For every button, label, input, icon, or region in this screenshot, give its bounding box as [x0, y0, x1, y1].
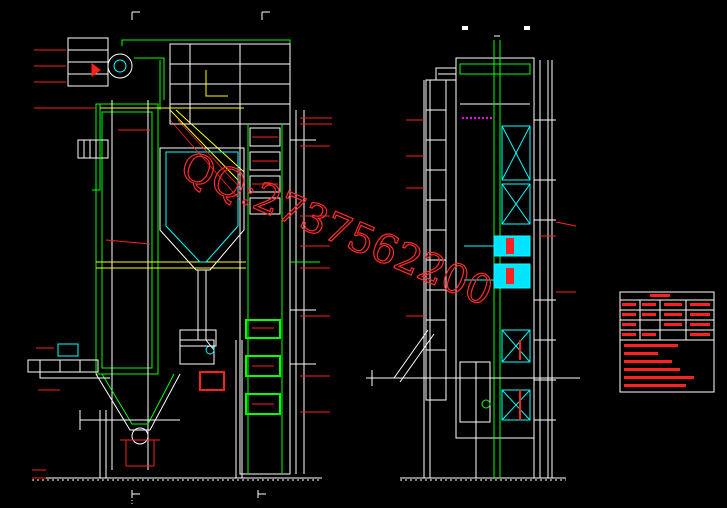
- cyan-panels: [501, 125, 531, 421]
- watermark: QQ:2737562200: [173, 142, 499, 316]
- title-block: [619, 291, 715, 393]
- right-callouts: [406, 119, 577, 317]
- economizer-box-3: [245, 393, 281, 415]
- front-furnace-body: [455, 57, 535, 439]
- left-callouts: [32, 49, 96, 479]
- side-elevation-view: [27, 11, 332, 506]
- watermark-text: QQ:2737562200: [174, 143, 499, 316]
- cyclone-separator: [159, 147, 245, 271]
- economizer-box-1: [245, 319, 281, 339]
- front-elevation-view: [366, 26, 580, 481]
- mid-callouts: [105, 117, 332, 413]
- back-pass: [239, 123, 291, 475]
- steam-drum: [107, 53, 133, 79]
- furnace-column: [95, 103, 159, 375]
- ash-hopper: [95, 373, 181, 431]
- economizer-box-2: [245, 355, 281, 377]
